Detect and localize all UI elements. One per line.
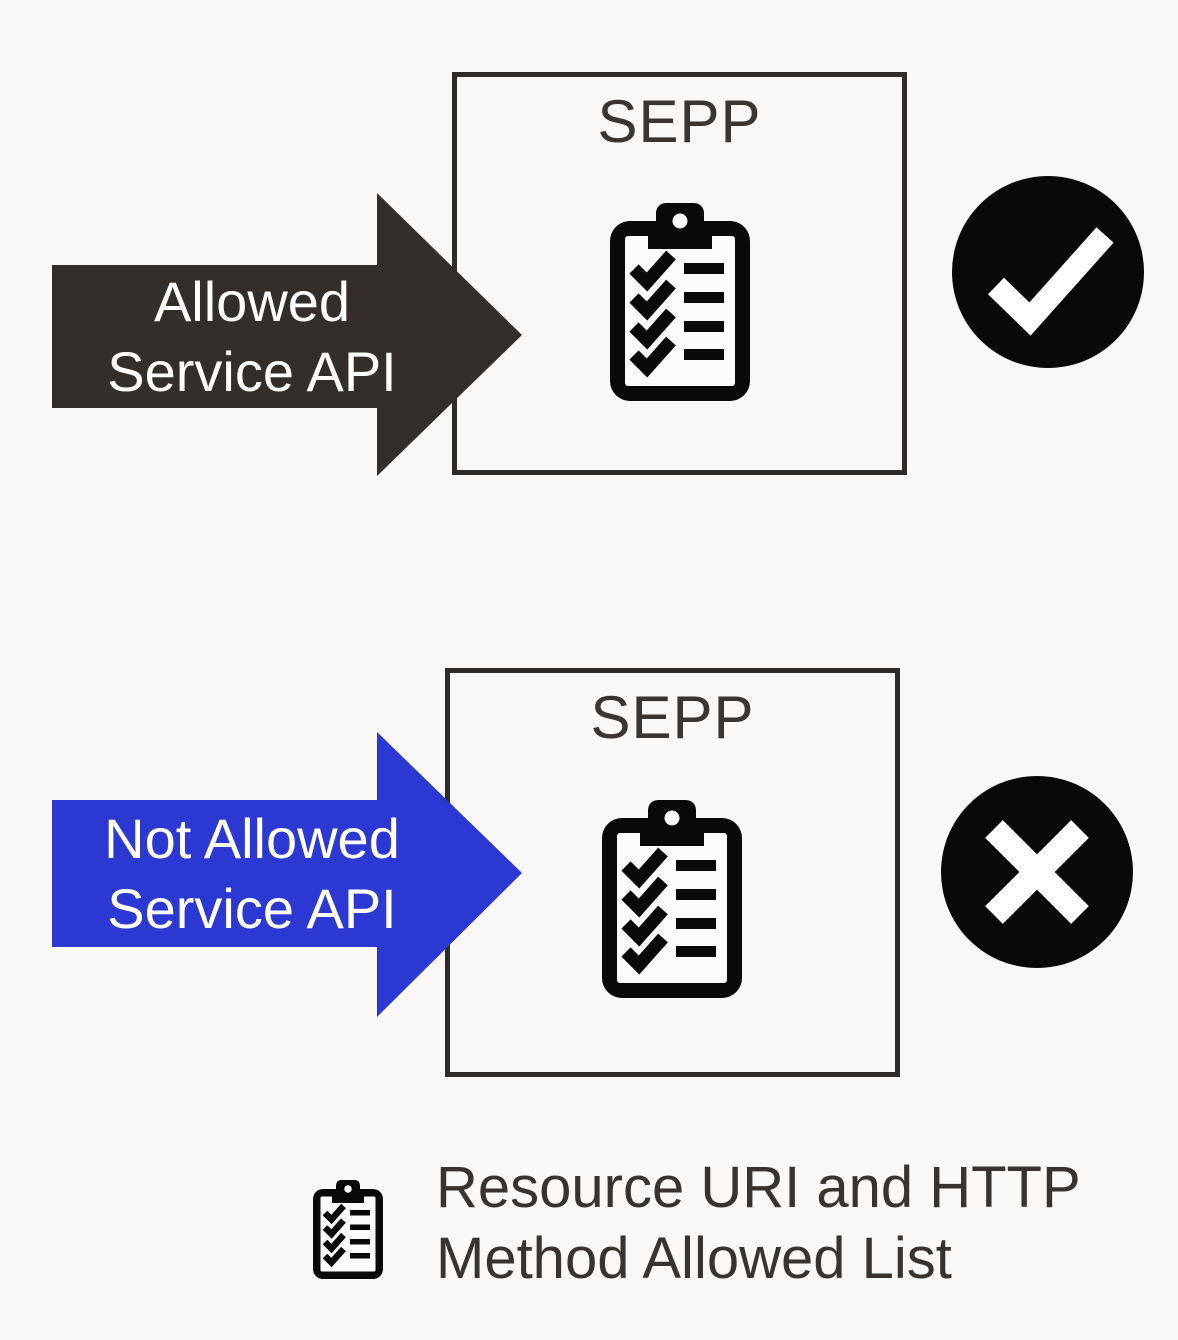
not-allowed-arrow-label: Not Allowed Service API	[52, 800, 452, 947]
clipboard-checklist-icon	[592, 796, 752, 1008]
not-allowed-arrow-label-line1: Not Allowed	[104, 806, 400, 870]
legend-label: Resource URI and HTTP Method Allowed Lis…	[436, 1152, 1136, 1294]
clipboard-checklist-icon	[600, 199, 760, 411]
clipboard-checklist-icon	[308, 1178, 388, 1284]
allowed-arrow-label-line1: Allowed	[153, 269, 351, 333]
allowed-service-api-arrow-icon	[52, 193, 522, 476]
check-circle-icon	[952, 176, 1144, 368]
sepp-box-title: SEPP	[597, 88, 762, 155]
legend-label-line2: Method Allowed List	[436, 1226, 952, 1291]
cross-circle-icon	[941, 776, 1133, 968]
allowed-arrow-label: Allowed Service API	[52, 265, 452, 408]
not-allowed-arrow-label-line2: Service API	[107, 876, 397, 940]
not-allowed-service-api-arrow-icon	[52, 732, 522, 1017]
sepp-box-title: SEPP	[590, 684, 755, 751]
allowed-arrow-label-line2: Service API	[107, 339, 397, 403]
legend-label-line1: Resource URI and HTTP	[436, 1155, 1081, 1220]
